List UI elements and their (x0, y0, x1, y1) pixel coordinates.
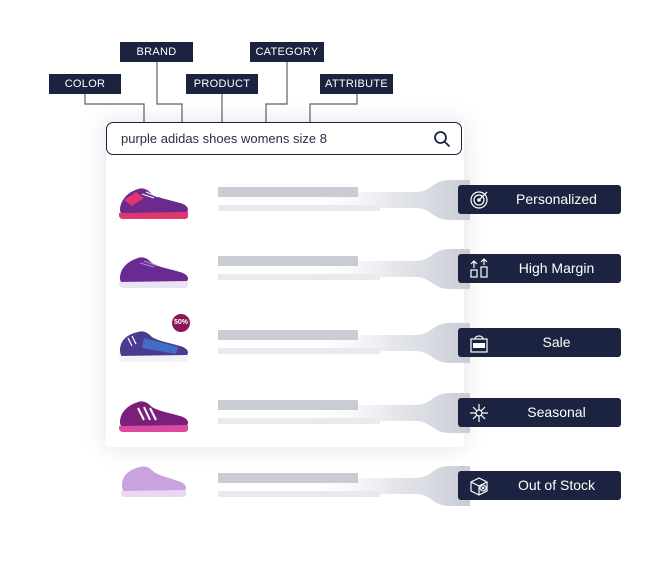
ribbon-high-margin (300, 249, 470, 289)
label-text: Seasonal (527, 404, 586, 420)
ribbon-seasonal (300, 393, 470, 433)
product-tag: PRODUCT (186, 74, 258, 94)
color-tag: COLOR (49, 74, 121, 94)
brand-connector (156, 62, 183, 130)
ribbon-personalized (300, 180, 470, 220)
label-text: Personalized (516, 191, 597, 207)
search-icon[interactable] (433, 130, 451, 148)
category-tag: CATEGORY (250, 42, 324, 62)
label-high-margin[interactable]: High Margin (458, 254, 621, 283)
result-title-bar (218, 473, 358, 483)
result-subtitle-bar (218, 491, 380, 497)
label-text: High Margin (518, 260, 595, 276)
label-out-of-stock[interactable]: Out of Stock (458, 471, 621, 500)
ribbon-sale (300, 323, 470, 363)
brand-tag: BRAND (120, 42, 193, 62)
shoe-image-4[interactable] (114, 394, 192, 436)
sale-badge: 50% (172, 314, 190, 332)
label-seasonal[interactable]: Seasonal (458, 398, 621, 427)
box-icon (470, 477, 488, 496)
result-subtitle-bar (218, 274, 380, 280)
result-title-bar (218, 256, 358, 266)
search-bar[interactable]: purple adidas shoes womens size 8 (106, 122, 462, 155)
sale-bag-icon (470, 335, 488, 353)
attribute-connector (309, 94, 358, 130)
ribbon-out-of-stock (300, 466, 470, 506)
color-connector (84, 94, 145, 130)
shoe-image-5[interactable] (114, 459, 192, 501)
shoe-image-1[interactable] (114, 180, 192, 222)
label-text: Out of Stock (517, 477, 596, 493)
shoe-image-3[interactable] (114, 324, 192, 366)
shoe-image-2[interactable] (114, 250, 192, 292)
arrows-up-icon (470, 258, 488, 278)
search-input[interactable]: purple adidas shoes womens size 8 (121, 131, 327, 146)
label-sale[interactable]: Sale (458, 328, 621, 357)
result-subtitle-bar (218, 348, 380, 354)
label-text: Sale (542, 334, 571, 350)
result-subtitle-bar (218, 418, 380, 424)
result-subtitle-bar (218, 205, 380, 211)
result-title-bar (218, 330, 358, 340)
attribute-tag: ATTRIBUTE (320, 74, 393, 94)
result-title-bar (218, 187, 358, 197)
label-personalized[interactable]: Personalized (458, 185, 621, 214)
target-icon (470, 191, 488, 209)
sparkle-icon (470, 404, 488, 422)
result-title-bar (218, 400, 358, 410)
category-connector (265, 62, 288, 130)
